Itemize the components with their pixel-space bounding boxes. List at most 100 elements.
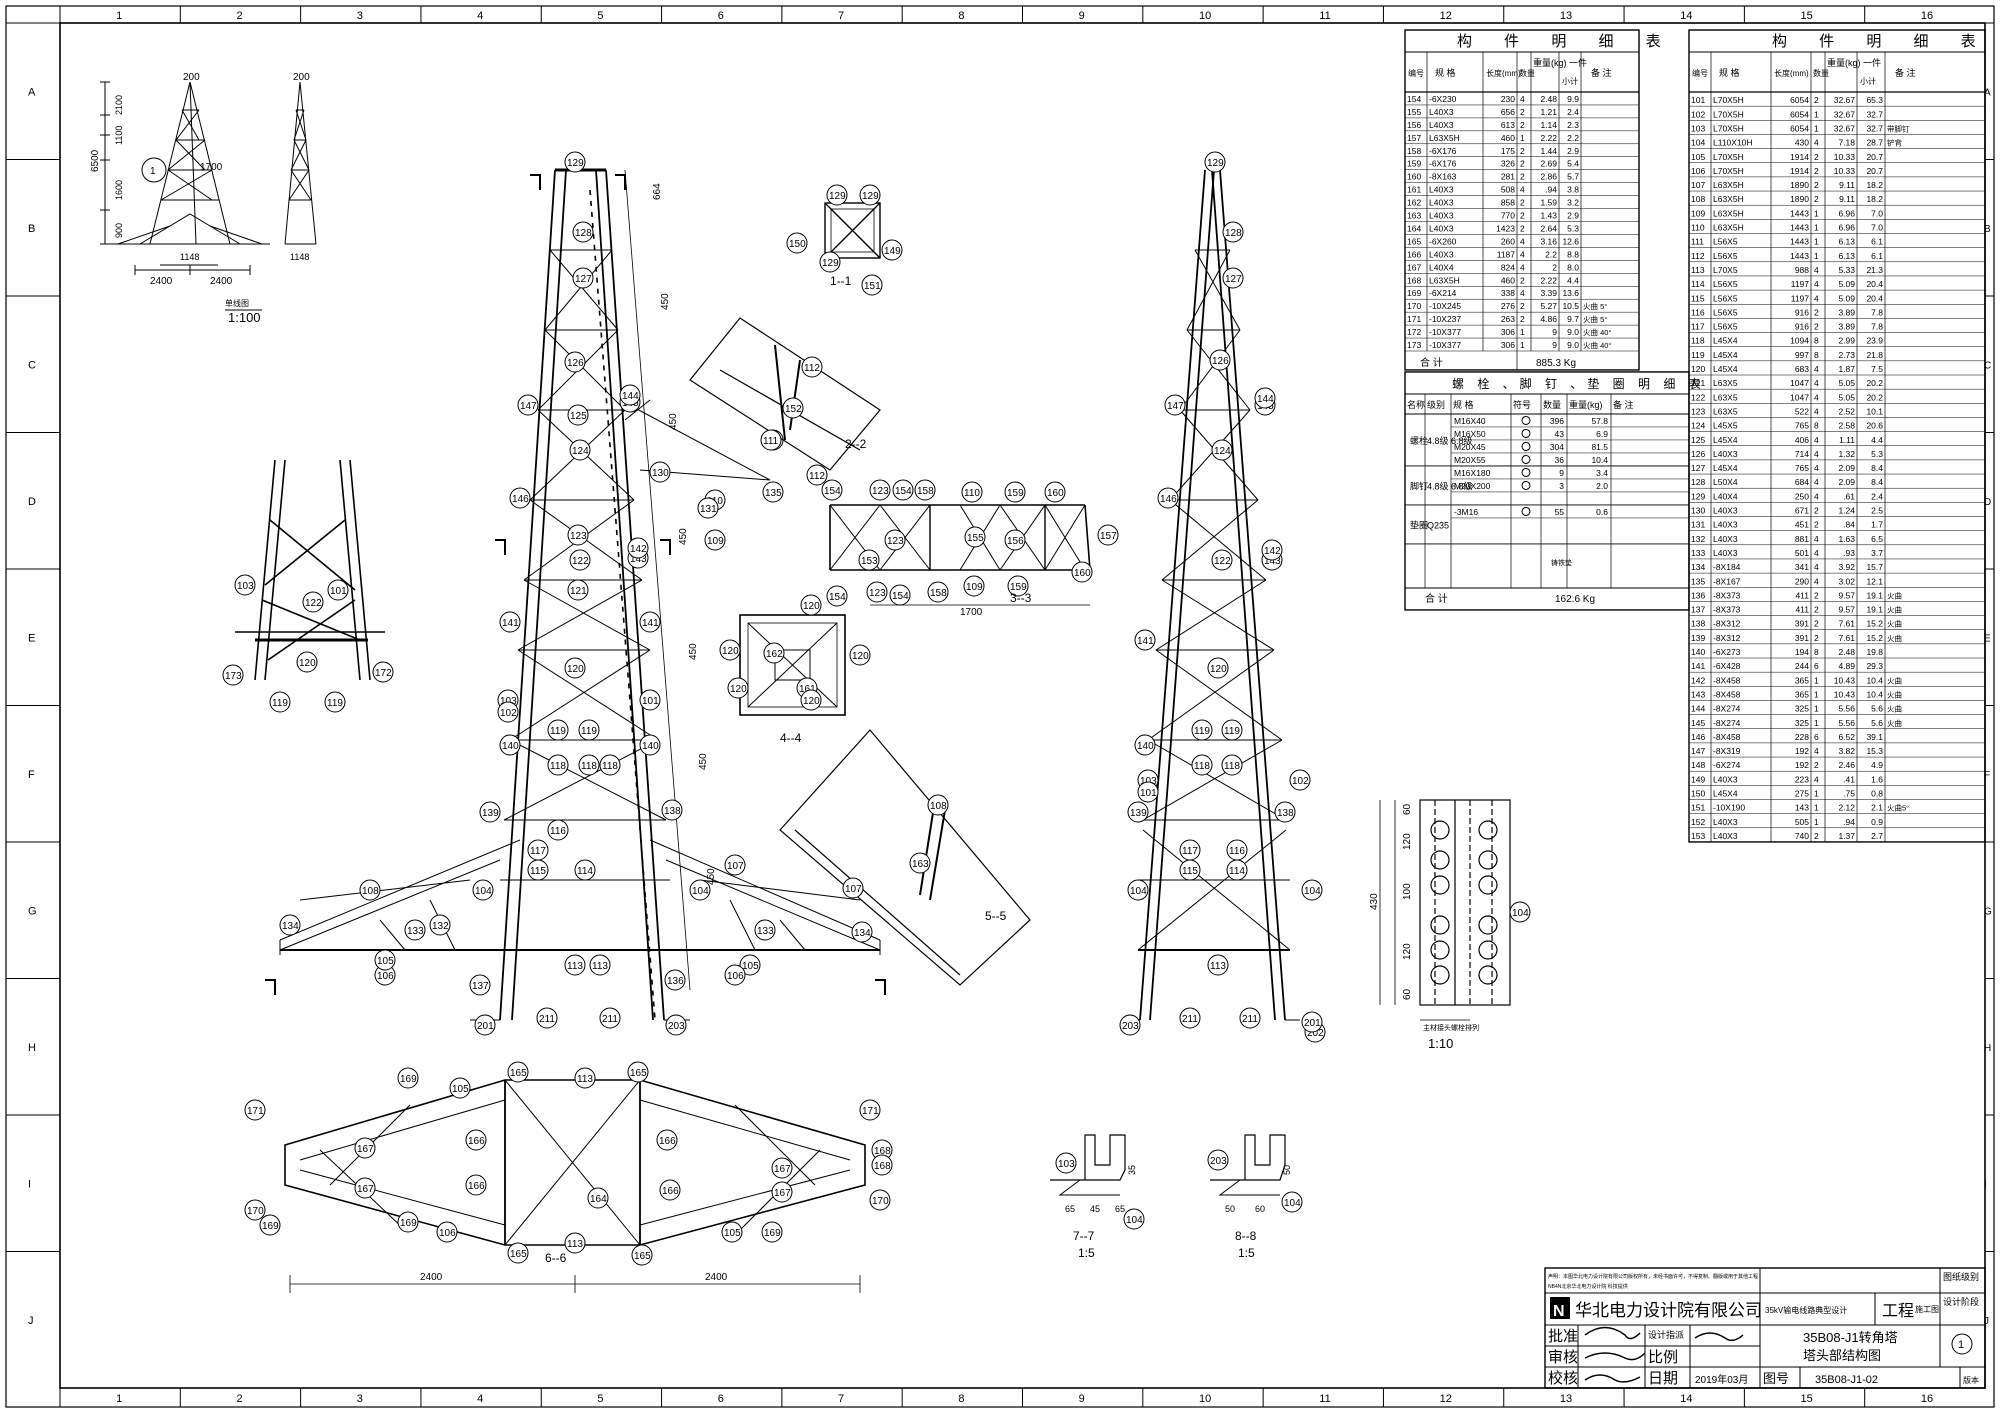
grid-col-bottom: 15 xyxy=(1801,1393,1813,1405)
part-balloon xyxy=(704,529,726,551)
part-balloon xyxy=(547,819,569,841)
part-number: 154 xyxy=(892,591,909,602)
part-number: 153 xyxy=(861,556,878,567)
part-balloon xyxy=(1226,859,1248,881)
part-number: 106 xyxy=(377,971,394,982)
table-cell: 10.1 xyxy=(1866,406,1883,416)
part-number: 169 xyxy=(764,1228,781,1239)
table-cell: 1.7 xyxy=(1871,520,1883,530)
part-number: 109 xyxy=(707,536,724,547)
table-cell: 7.18 xyxy=(1838,138,1855,148)
table-cell: 1443 xyxy=(1790,237,1809,247)
part-number: 170 xyxy=(872,1196,889,1207)
table-cell: 143 xyxy=(1795,803,1809,813)
part-number: 135 xyxy=(765,488,782,499)
part-number: 102 xyxy=(500,708,517,719)
table-cell: 火曲 xyxy=(1887,605,1902,615)
part-number: 113 xyxy=(567,1239,583,1250)
table-cell: 6.5 xyxy=(1871,534,1883,544)
part-balloon xyxy=(1509,901,1531,923)
grid-row-left: J xyxy=(28,1315,34,1327)
part-number: 129 xyxy=(829,191,846,202)
dimension-label: 450 xyxy=(706,868,717,885)
table-cell: 1914 xyxy=(1790,152,1809,162)
grid-row-left: I xyxy=(28,1178,31,1190)
table-cell: 411 xyxy=(1795,590,1809,600)
table-cell: 1.6 xyxy=(1871,774,1883,784)
table-cell: 124 xyxy=(1691,421,1705,431)
grid-col-bottom: 7 xyxy=(838,1393,844,1405)
svg-text:校核: 校核 xyxy=(1548,1370,1578,1387)
part-number: 123 xyxy=(869,588,886,599)
table-cell: 2.4 xyxy=(1567,107,1579,117)
grid-col-top: 8 xyxy=(958,10,964,22)
grid-col-bottom: 2 xyxy=(236,1393,242,1405)
table-cell: -8X373 xyxy=(1713,605,1741,615)
table-header: 数量 xyxy=(1813,68,1829,78)
part-number: 140 xyxy=(642,741,659,752)
grid-col-top: 3 xyxy=(357,10,363,22)
part-balloon xyxy=(892,479,914,501)
section-titles: 1--1 2--2 3--3 4--4 5--5 6--6 xyxy=(545,274,1032,1265)
part-number: 123 xyxy=(887,536,904,547)
table-cell: -3M16 xyxy=(1454,507,1478,517)
part-balloon xyxy=(279,914,301,936)
table-cell: 173 xyxy=(1407,340,1421,350)
table-cell: 32.7 xyxy=(1866,109,1883,119)
part-balloon xyxy=(1071,561,1093,583)
table-cell: 32.7 xyxy=(1866,123,1883,133)
table-header: 备 注 xyxy=(1613,399,1634,410)
part-number: 113 xyxy=(592,961,608,972)
part-number: 166 xyxy=(662,1186,679,1197)
svg-text:120: 120 xyxy=(1402,833,1413,850)
table-cell: M16X180 xyxy=(1454,468,1491,478)
table-cell: 1.44 xyxy=(1540,146,1557,156)
front-elevation xyxy=(265,168,886,1021)
part-number: 168 xyxy=(874,1146,891,1157)
table-cell: 1.59 xyxy=(1540,198,1557,208)
table-cell: 1 xyxy=(1814,237,1819,247)
table-cell: 4 xyxy=(1814,576,1819,586)
part-number: 165 xyxy=(634,1251,651,1262)
part-balloon xyxy=(302,591,324,613)
table-cell: 2.52 xyxy=(1838,406,1855,416)
svg-text:45: 45 xyxy=(1090,1204,1100,1214)
table-cell: 10.33 xyxy=(1834,166,1856,176)
table-cell: 260 xyxy=(1501,236,1515,246)
table-cell: -6X230 xyxy=(1429,94,1457,104)
table-cell: -6X273 xyxy=(1713,647,1741,657)
table-cell: 7.61 xyxy=(1838,633,1855,643)
part-number: 154 xyxy=(895,486,912,497)
table-cell: 134 xyxy=(1691,562,1705,572)
part-balloon xyxy=(761,1221,783,1243)
table-cell: L45X4 xyxy=(1713,364,1738,374)
table-cell: 115 xyxy=(1691,293,1705,303)
part-number: 144 xyxy=(1257,394,1274,405)
part-balloon xyxy=(1239,1007,1261,1029)
part-number: 113 xyxy=(577,1074,593,1085)
part-number: 147 xyxy=(1167,401,1184,412)
part-balloon xyxy=(547,754,569,776)
table-cell: 4.86 xyxy=(1540,314,1557,324)
svg-text:5--5: 5--5 xyxy=(985,909,1007,923)
table-cell: 411 xyxy=(1795,605,1809,615)
svg-text:4--4: 4--4 xyxy=(780,731,802,745)
table-cell: 146 xyxy=(1691,732,1705,742)
part-number: 118 xyxy=(550,761,566,772)
grid-col-top: 16 xyxy=(1921,10,1933,22)
svg-text:200: 200 xyxy=(183,72,200,83)
part-balloon xyxy=(721,1221,743,1243)
part-balloon xyxy=(800,689,822,711)
table-cell: 20.2 xyxy=(1866,392,1883,402)
table-cell: 23.9 xyxy=(1866,336,1883,346)
part-balloon xyxy=(1191,754,1213,776)
table-cell: 1.32 xyxy=(1838,449,1855,459)
part-balloon xyxy=(578,719,600,741)
table-cell: 244 xyxy=(1795,661,1809,671)
part-number: 138 xyxy=(664,806,681,817)
table-cell: 3.7 xyxy=(1871,548,1883,558)
table-cell: 4 xyxy=(1814,491,1819,501)
table-cell: 106 xyxy=(1691,166,1705,176)
part-number: 109 xyxy=(966,582,983,593)
grid-row-left: A xyxy=(28,86,36,98)
